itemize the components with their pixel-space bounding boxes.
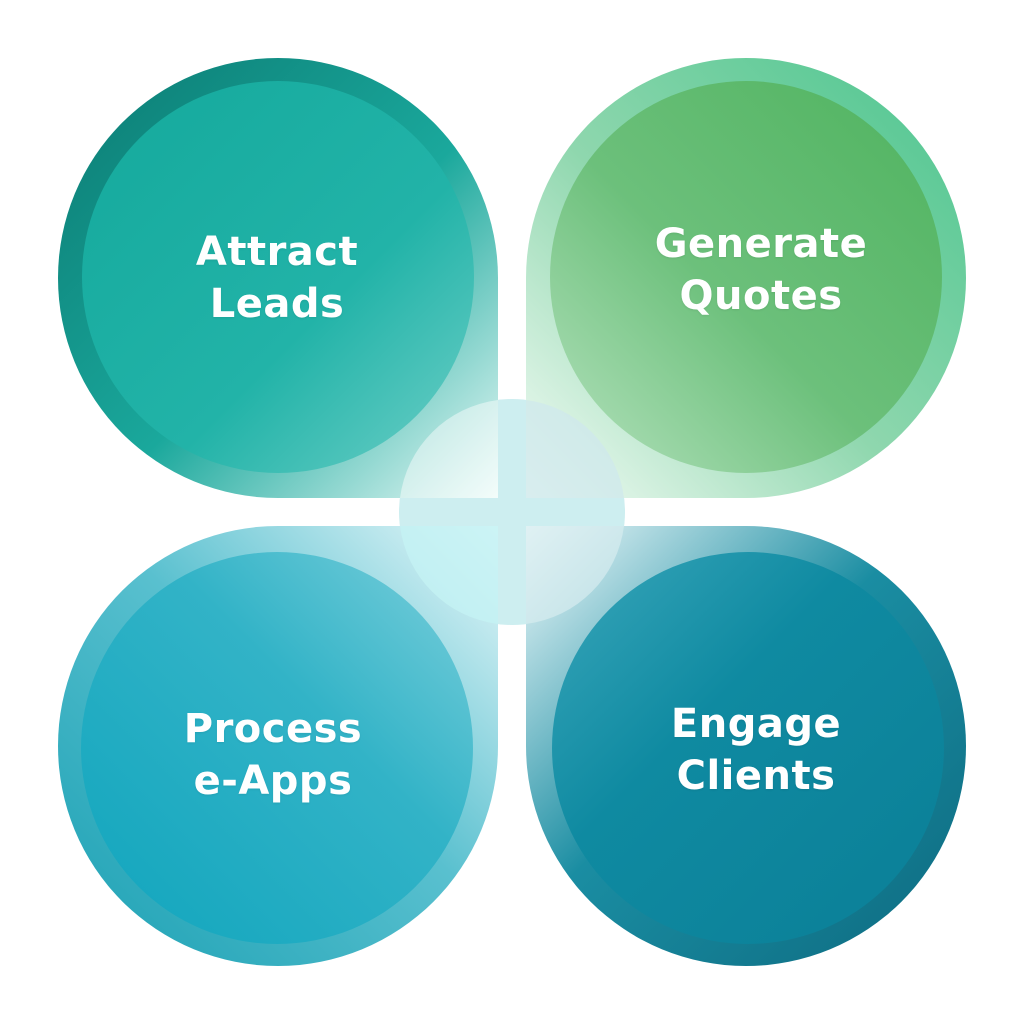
label-engage-clients-line2: Clients — [676, 753, 836, 799]
label-generate-quotes-line2: Quotes — [679, 273, 843, 319]
label-engage-clients-line1: Engage — [670, 701, 842, 747]
label-attract-leads: Attract Leads — [97, 226, 457, 330]
center-overlay-tl — [400, 400, 498, 498]
center-overlay-bl — [400, 526, 498, 624]
label-process-eapps-line1: Process — [183, 706, 363, 752]
center-overlay-br — [526, 526, 624, 624]
center-overlay-tr — [526, 400, 624, 498]
petal-top-right-inner — [550, 81, 942, 473]
label-process-eapps: Process e-Apps — [93, 703, 453, 807]
petal-bottom-right-inner — [552, 552, 944, 944]
label-attract-leads-line2: Leads — [209, 281, 345, 327]
label-generate-quotes: Generate Quotes — [581, 218, 941, 322]
label-generate-quotes-line1: Generate — [654, 221, 868, 267]
petal-top-left-inner — [82, 81, 474, 473]
label-process-eapps-line2: e-Apps — [193, 758, 353, 804]
petal-bottom-left-inner — [81, 552, 473, 944]
label-attract-leads-line1: Attract — [195, 229, 359, 275]
label-engage-clients: Engage Clients — [576, 698, 936, 802]
